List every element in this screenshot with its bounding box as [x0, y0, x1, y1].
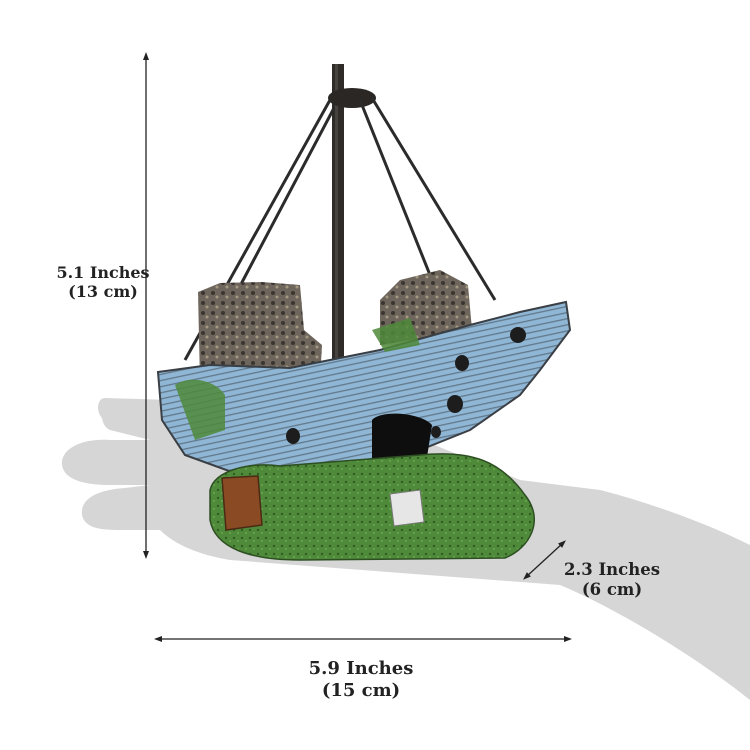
height-label: 5.1 Inches (13 cm)	[48, 263, 158, 301]
mast	[328, 64, 376, 364]
height-inches: 5.1 Inches	[56, 263, 150, 282]
depth-inches: 2.3 Inches	[564, 560, 660, 579]
width-cm: (15 cm)	[321, 679, 401, 701]
height-cm: (13 cm)	[68, 282, 138, 302]
moss-base	[209, 453, 535, 561]
depth-dimension-arrow	[523, 540, 566, 580]
depth-label: 2.3 Inches (6 cm)	[552, 560, 672, 600]
depth-cm: (6 cm)	[581, 579, 643, 599]
width-label: 5.9 Inches (15 cm)	[296, 658, 426, 701]
width-inches: 5.9 Inches	[308, 658, 414, 679]
